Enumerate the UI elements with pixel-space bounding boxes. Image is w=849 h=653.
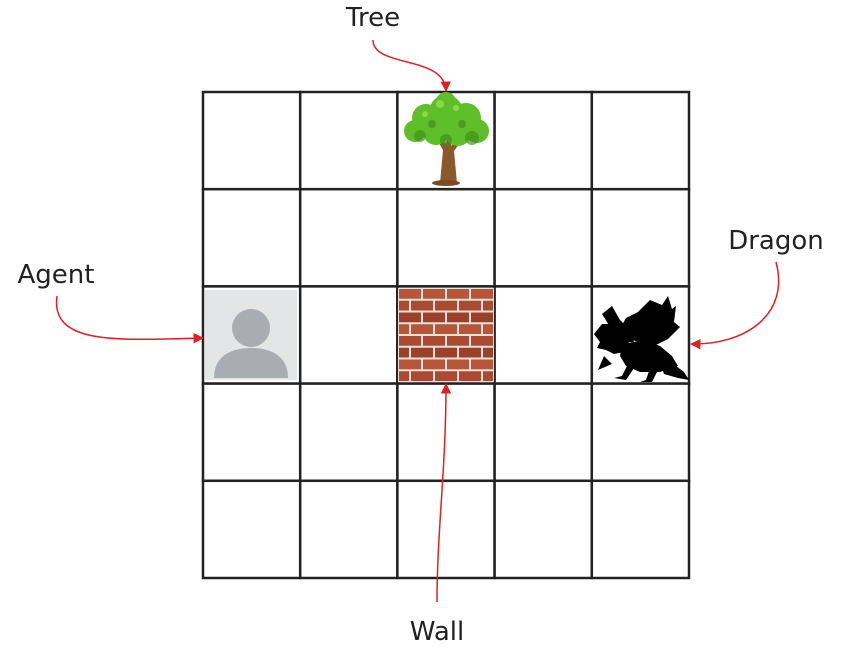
brick: [423, 359, 445, 370]
brick: [435, 347, 457, 358]
brick: [399, 359, 421, 370]
brick: [435, 300, 457, 311]
agent-cell: [205, 290, 297, 380]
grid-cell: [493, 382, 594, 483]
brick: [483, 371, 493, 381]
tree-label: Tree: [345, 3, 400, 33]
grid-cell: [298, 285, 399, 385]
grid-cell: [590, 187, 691, 288]
brick: [447, 312, 469, 323]
grid-cell: [590, 382, 691, 483]
brick: [483, 347, 493, 358]
brick: [399, 371, 409, 381]
brick: [435, 371, 457, 381]
brick-wall-icon: [398, 288, 494, 382]
grid-cell: [493, 285, 594, 385]
grid-cell: [298, 90, 399, 191]
agent-label: Agent: [18, 260, 95, 290]
grid-cell: [493, 479, 594, 580]
grid-cell: [201, 382, 302, 483]
annotation-arrows: [55, 39, 780, 603]
grid-cell: [493, 90, 594, 191]
brick: [447, 289, 469, 299]
brick: [459, 347, 481, 358]
dragon-arrow: [689, 261, 780, 350]
brick: [399, 289, 421, 299]
person-icon: [214, 309, 288, 378]
brick: [411, 300, 433, 311]
brick: [423, 289, 445, 299]
brick: [411, 371, 433, 381]
brick: [483, 324, 493, 334]
grid-cell: [590, 90, 691, 191]
tree-arrow: [372, 39, 451, 93]
brick: [399, 312, 421, 323]
wall-label: Wall: [410, 617, 464, 647]
brick: [459, 300, 481, 311]
grid-cell: [201, 90, 302, 191]
brick: [411, 324, 433, 334]
brick: [423, 336, 445, 346]
brick: [483, 300, 493, 311]
brick: [471, 312, 493, 323]
brick: [447, 359, 469, 370]
grid-cell: [201, 479, 302, 580]
wall-arrow: [436, 382, 452, 603]
brick: [399, 324, 409, 334]
grid-cell: [298, 382, 399, 483]
grid-cell: [298, 479, 399, 580]
brick: [447, 336, 469, 346]
brick: [399, 300, 409, 311]
grid-cell: [590, 479, 691, 580]
brick: [423, 312, 445, 323]
grid-cell: [201, 187, 302, 288]
brick: [399, 347, 409, 358]
brick: [471, 289, 493, 299]
agent-arrow: [55, 295, 205, 344]
brick: [471, 336, 493, 346]
brick: [459, 324, 481, 334]
brick: [471, 359, 493, 370]
grid-cell: [396, 187, 496, 288]
dragon-icon: [594, 296, 689, 382]
brick: [399, 336, 421, 346]
brick: [435, 324, 457, 334]
grid-cell: [493, 187, 594, 288]
grid-cell: [298, 187, 399, 288]
brick: [459, 371, 481, 381]
dragon-label: Dragon: [728, 226, 824, 256]
tree-icon: [404, 92, 489, 186]
grid-cell: [396, 479, 496, 580]
brick: [411, 347, 433, 358]
